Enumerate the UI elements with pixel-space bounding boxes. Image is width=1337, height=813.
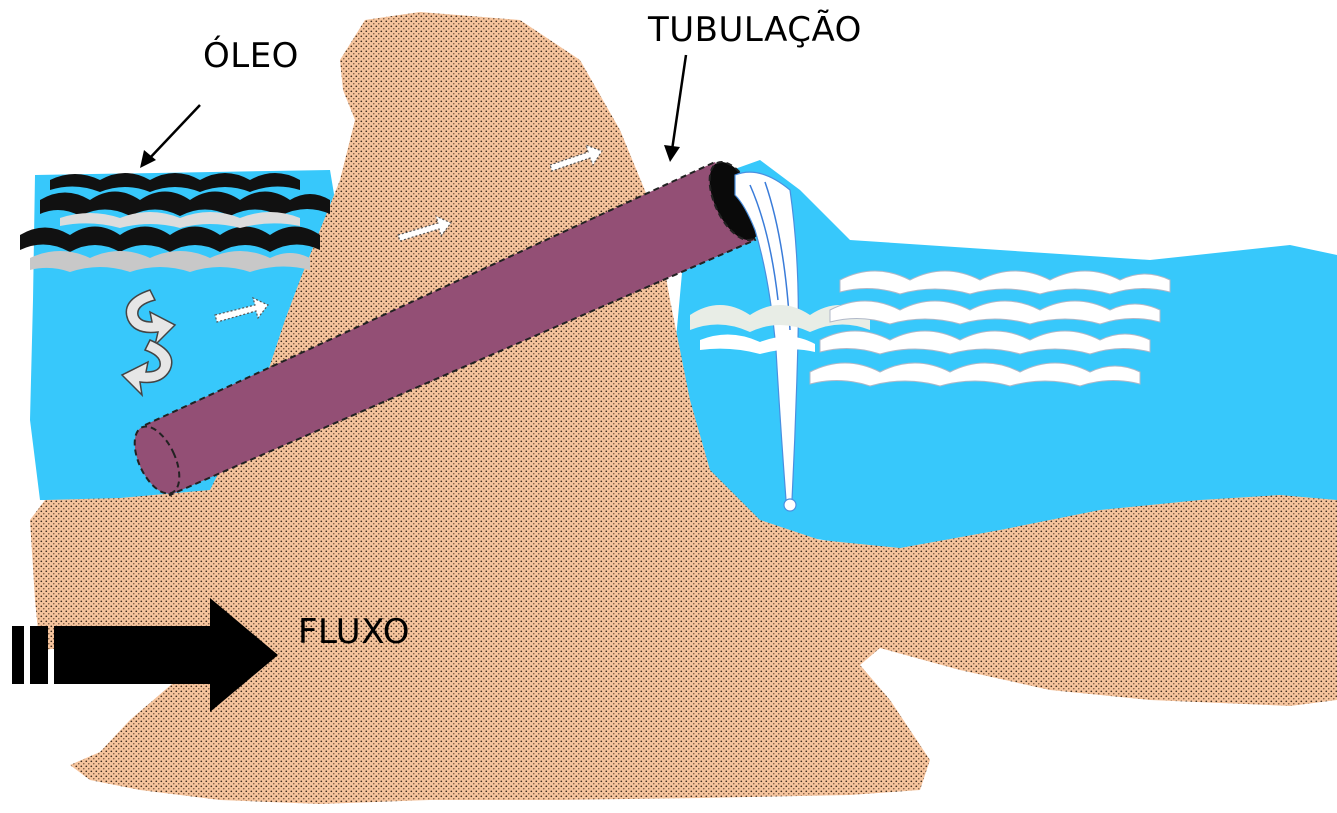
- oil-pointer-arrow: [140, 105, 200, 168]
- pipe-label: TUBULAÇÃO: [648, 10, 862, 50]
- pipe-pointer-arrow: [664, 55, 686, 162]
- oil-label: ÓLEO: [203, 36, 299, 76]
- flow-label: FLUXO: [298, 612, 410, 652]
